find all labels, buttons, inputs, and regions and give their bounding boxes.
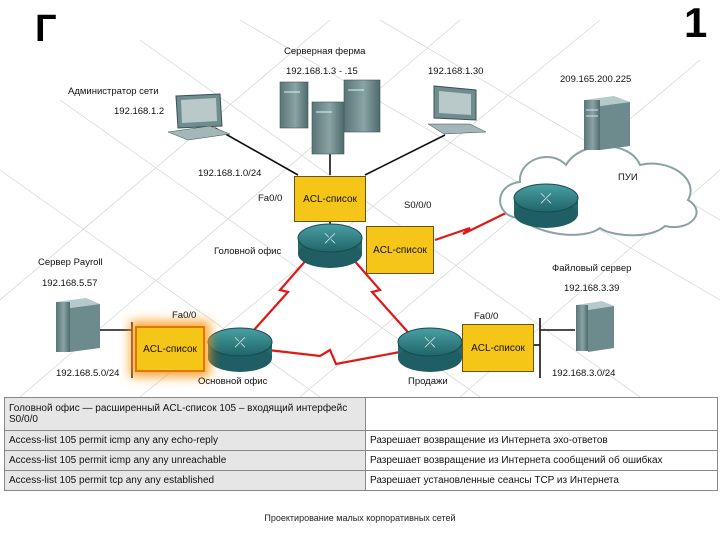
slide-footer: Проектирование малых корпоративных сетей [264, 513, 456, 523]
wan-links [244, 209, 513, 366]
table-cell-desc: Разрешает возвращение из Интернета эхо-о… [365, 430, 718, 451]
table-header-cell: Головной офис — расширенный ACL-список 1… [4, 397, 366, 431]
table-cell-desc: Разрешает установленные сеансы TCP из Ин… [365, 470, 718, 491]
server-farm-label: Серверная ферма [284, 46, 366, 57]
table-header-empty-cell [365, 397, 718, 431]
admin-label: Администратор сети [68, 86, 159, 97]
router-icon: ⤫ [297, 223, 363, 268]
title-fragment-right: 1 [684, 0, 708, 46]
isp-label: ПУИ [618, 172, 638, 183]
workstation-icon [167, 93, 231, 141]
branch-fa: Fa0/0 [172, 310, 197, 321]
payroll-label: Сервер Payroll [38, 257, 103, 268]
sales-label: Продажи [408, 376, 448, 387]
admin-ip: 192.168.1.2 [114, 106, 165, 117]
isp-ip: 209.165.200.225 [560, 74, 632, 85]
table-row: Access-list 105 permit icmp any any echo… [4, 430, 718, 451]
hq-label: Головной офис [214, 246, 282, 257]
payroll-ip: 192.168.5.57 [42, 278, 98, 289]
branch-lan: 192.168.5.0/24 [56, 368, 120, 379]
sales-fa: Fa0/0 [474, 311, 499, 322]
acl-box-hq-fa: ACL-список [294, 176, 366, 222]
sales-lan: 192.168.3.0/24 [552, 368, 616, 379]
table-row: Access-list 105 permit tcp any any estab… [4, 470, 718, 491]
svg-text:⤫: ⤫ [324, 231, 335, 247]
server-icon [279, 79, 381, 155]
network-diagram: ⤫ ⤫ ⤫ ⤫ [0, 19, 720, 397]
file-server-ip: 192.168.3.39 [564, 283, 620, 294]
table-cell-rule: Access-list 105 permit icmp any any echo… [4, 430, 366, 451]
file-server-label: Файловый сервер [552, 263, 632, 274]
table-cell-desc: Разрешает возвращение из Интернета сообщ… [365, 450, 718, 471]
hq-lan: 192.168.1.0/24 [198, 168, 262, 179]
router-icon: ⤫ [207, 327, 273, 372]
router-icon: ⤫ [513, 183, 579, 228]
acl-box-branch: ACL-список [135, 326, 205, 372]
router-icon: ⤫ [397, 327, 463, 372]
hq-fa: Fa0/0 [258, 193, 283, 204]
table-header-row: Головной офис — расширенный ACL-список 1… [4, 397, 718, 431]
acl-box-sales: ACL-список [462, 324, 534, 372]
workstation-icon [427, 85, 487, 135]
server-icon [56, 298, 100, 352]
svg-text:⤫: ⤫ [424, 335, 435, 351]
acl-box-hq-serial: ACL-список [366, 226, 434, 274]
pc-right-ip: 192.168.1.30 [428, 66, 484, 77]
svg-text:⤫: ⤫ [234, 335, 245, 351]
server-icon [576, 301, 614, 352]
acl-table: Головной офис — расширенный ACL-список 1… [4, 397, 718, 491]
svg-text:⤫: ⤫ [540, 191, 551, 207]
branch-label: Основной офис [198, 376, 268, 387]
table-cell-rule: Access-list 105 permit icmp any any unre… [4, 450, 366, 471]
table-cell-rule: Access-list 105 permit tcp any any estab… [4, 470, 366, 491]
title-fragment-left: Г [35, 8, 57, 50]
table-row: Access-list 105 permit icmp any any unre… [4, 450, 718, 471]
server-farm-ip: 192.168.1.3 - .15 [286, 66, 358, 77]
hq-serial: S0/0/0 [404, 200, 432, 211]
server-icon [584, 96, 630, 150]
